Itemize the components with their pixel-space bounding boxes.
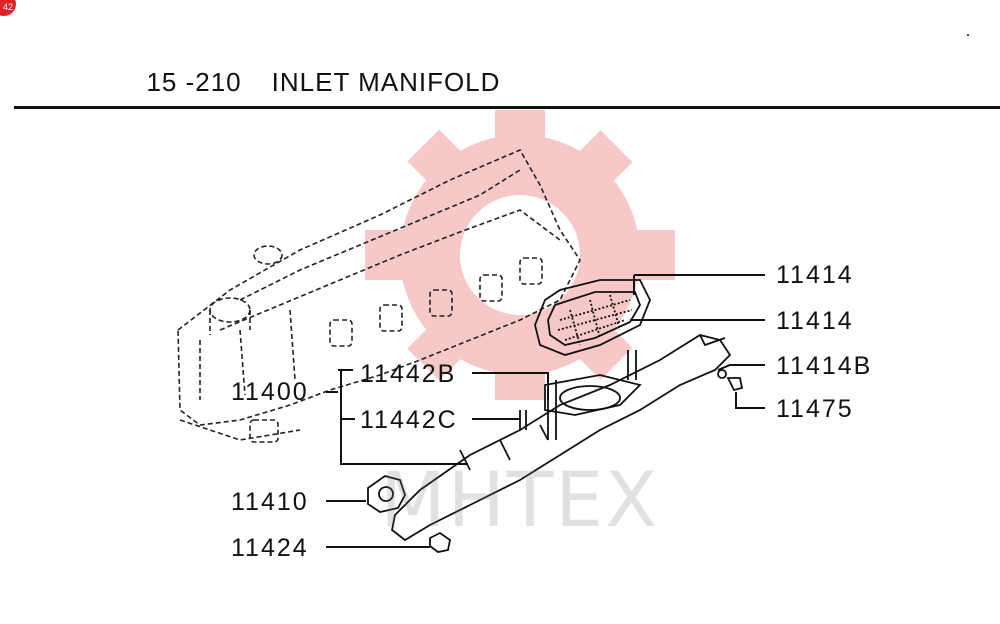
section-number: 15 -210 xyxy=(146,67,242,97)
cover-plate-drawing xyxy=(534,279,651,356)
part-label-11424: 11424 xyxy=(231,534,309,562)
inlet-manifold-drawing xyxy=(391,334,732,542)
gasket-drawing xyxy=(367,475,406,513)
leader-lines xyxy=(326,274,765,548)
part-label-11475: 11475 xyxy=(776,395,854,423)
part-label-11442C: 11442C xyxy=(360,406,458,434)
small-parts-drawing xyxy=(717,369,744,392)
part-label-11410: 11410 xyxy=(231,488,309,516)
page-title: 15 -210 INLET MANIFOLD xyxy=(130,36,500,98)
part-label-11442B: 11442B xyxy=(360,360,457,388)
speck xyxy=(967,34,969,36)
part-label-11414B: 11414B xyxy=(776,352,873,380)
section-title: INLET MANIFOLD xyxy=(271,67,501,97)
part-label-11414-lower: 11414 xyxy=(776,307,854,335)
watermark-text: MHTEX xyxy=(380,455,660,544)
part-label-11414-upper: 11414 xyxy=(776,261,854,289)
part-label-11400: 11400 xyxy=(231,378,309,406)
page-badge: 42 xyxy=(0,0,16,16)
title-rule xyxy=(14,106,1000,109)
cylinder-head-drawing xyxy=(177,148,581,443)
